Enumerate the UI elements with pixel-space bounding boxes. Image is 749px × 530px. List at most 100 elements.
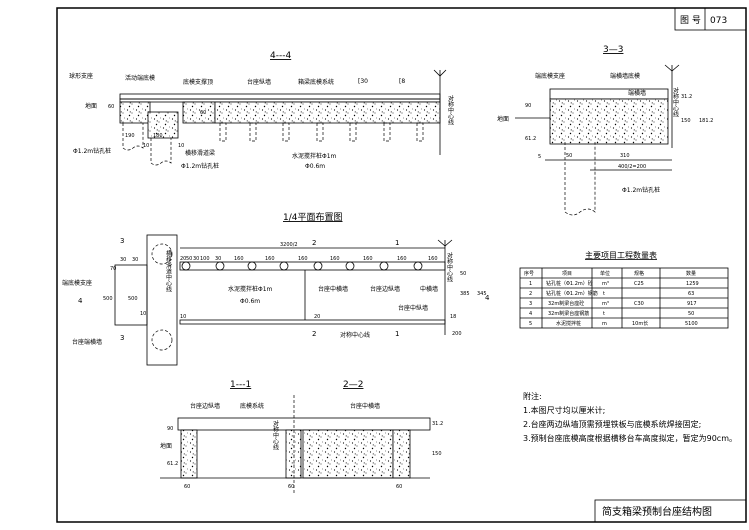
drawing-label: 32m制梁台座砼 [548,300,584,307]
drawing-label: 500 [103,296,113,302]
drawing-label: 序号 [524,270,534,277]
notes: 附注: 1.本图尺寸均以厘米计; 2.台座两边纵墙顶需预埋铁板与底模系统焊接固定… [523,391,737,443]
drawing-label: 20 [180,256,186,262]
drawing-label: 对称中心线 [272,419,279,450]
drawing-label: 箱梁底模系统 [298,78,334,86]
drawing-label: 单位 [600,270,610,277]
drawing-label: 100 [200,256,210,262]
drawing-label: 项目 [562,271,572,277]
drawing-label: 30 [120,257,126,263]
drawing-label: Φ1.2m钻孔桩 [73,147,111,155]
section-4-4: 4---4 球形支座 活动端底模 底模支撑顶 台座纵墙 箱梁底模系统 [30 [… [69,51,454,170]
drawing-label: 对称中心线 [340,331,370,339]
drawing-label: 50 [186,256,192,262]
drawing-label: m [602,321,607,327]
drawing-label: 50 [460,271,466,277]
drawing-frame [56,7,747,523]
drawing-label: t [603,291,605,297]
drawing-label: 160 [330,256,340,262]
drawing-label: 10 [178,143,184,149]
drawing-label: 160 [234,256,244,262]
drawing-label: [8 [399,78,405,85]
drawing-label: 水泥搅拌桩Φ1m [228,285,273,293]
drawing-label: 4 [78,297,83,305]
drawing-label: 2 [312,239,316,247]
drawing-label: 63 [688,291,694,297]
drawing-label: 端底模支座 [535,72,565,80]
drawing-label: 90 [525,103,531,109]
drawing-label: Φ1.2m钻孔桩 [622,186,660,194]
drawing-label: 50 [688,311,694,317]
drawing-label: 台座纵墙 [247,78,271,86]
plan-piles [181,261,423,271]
drawing-label: 对称中心线 [446,251,453,282]
drawing-label: 345 [477,291,487,297]
drawing-label: Φ1.2m钻孔桩 [181,162,219,170]
drawing-label: 5 [538,154,541,160]
drawing-label: 60 [184,484,190,490]
drawing-label: Φ0.6m [240,298,260,305]
drawing-label: 端横墙 [628,89,646,97]
drawing-label: 对称中心线 [672,86,679,117]
drawing-label: 160 [428,256,438,262]
drawing-label: 2—2 [343,380,363,390]
drawing-label: 钻孔桩（Φ1.2m）钢筋 [546,290,598,297]
drawing-label: 10 [143,143,149,149]
drawing-label: 横移滑道中心线 [165,249,172,292]
drawing-label: 310 [620,153,630,159]
drawing-label: 1---1 [230,380,251,390]
drawing-label: 500 [128,296,138,302]
drawing-label: 2.台座两边纵墙顶需预埋铁板与底模系统焊接固定; [523,419,701,429]
drawing-label: 钻孔桩（Φ1.2m）砼 [546,280,593,287]
drawing-label: 1259 [686,281,699,287]
drawing-label: 3200/2 [280,242,298,248]
drawing-label: 球形支座 [69,72,93,80]
title-box: 简支箱梁预制台座结构图 [594,499,747,523]
drawing-label: 30 [193,256,199,262]
drawing-label: 1 [395,239,399,247]
drawing-label: 台座中横墙 [318,285,348,293]
section-1-1-and-2-2: 1---1 2—2 台座边纵墙 底模系统 地面 对称中心线 90 61.2 60… [160,380,443,495]
drawing-label: 31.2 [681,94,692,100]
drawing-label: 150 [681,118,691,124]
drawing-label: 60 [396,484,402,490]
drawing-label: 活动端底模 [125,74,155,82]
drawing-label: 3 [529,301,532,307]
drawing-label: 160 [298,256,308,262]
drawing-label: Φ0.6m [305,163,325,170]
drawing-label: t [603,311,605,317]
drawing-number-box: 图 号 073 [674,7,747,31]
drawing-label: 150 [432,451,442,457]
drawing-label: 181.2 [699,118,713,124]
drawing-label: 20 [314,314,320,320]
drawing-label: C30 [634,301,644,307]
drawing-label: 台座边纵墙 [190,402,220,410]
drawing-label: 水泥搅拌桩 [556,320,581,327]
drawing-label: C25 [634,281,644,287]
drawing-label: 60 [288,484,294,490]
drawing-label: 端横墙底模 [610,72,640,80]
drawing-label: 160 [265,256,275,262]
drawing-title: 简支箱梁预制台座结构图 [602,505,712,518]
drawing-label: 3—3 [603,45,623,55]
drawing-label: 地面 [160,442,172,450]
drawing-label: 台座中横墙 [350,402,380,410]
drawing-label: 底模系统 [240,402,264,410]
drawing-label: 3 [120,237,124,245]
drawing-label: 5 [529,321,532,327]
drawing-label: 底模支撑顶 [183,78,213,86]
piles [122,122,424,166]
drawing-label: 台座中纵墙 [398,304,428,312]
section-3-3: 3—3 端底模支座 端横墙底模 端横墙 地面 对称中心线 Φ1.2m钻孔桩 90… [497,45,713,216]
drawing-label: 3.预制台座底模高度根据横移台车高度拟定，暂定为90cm。 [523,433,737,443]
drawing-label: 10 [140,311,146,317]
drawing-label: 70 [110,266,116,272]
drawing-label: 1.本图尺寸均以厘米计; [523,405,605,415]
drawing-label: 30 [132,257,138,263]
drawing-label: 30 [215,256,221,262]
